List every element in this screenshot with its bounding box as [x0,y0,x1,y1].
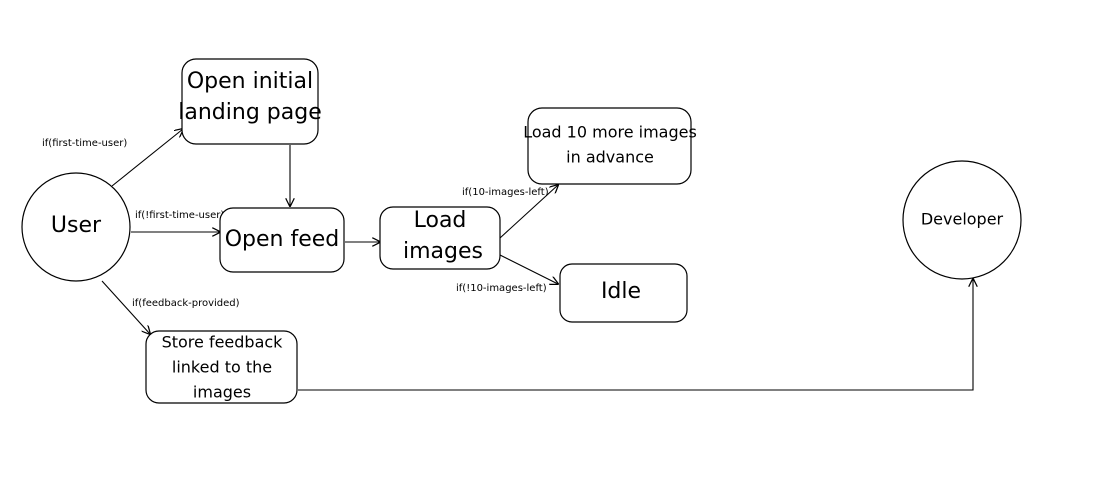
edge-label-ten-images-left: if(10-images-left) [462,187,549,198]
edge-label-feedback-provided: if(feedback-provided) [132,298,240,309]
node-open-feed-label: Open feed [225,227,340,252]
node-landing-label-line2: landing page [178,100,321,125]
edge-label-not-first-time-user: if(!first-time-user) [135,210,224,221]
node-load-more-label-line1: Load 10 more images [523,123,697,142]
edge-load-to-loadmore [499,185,558,239]
node-load-label-line1: Load [414,208,467,233]
node-idle-label: Idle [601,279,641,304]
node-user-label: User [51,213,102,238]
node-user: User [21,172,131,282]
node-developer: Developer [902,160,1022,280]
edge-store-to-developer [298,279,973,391]
node-open-initial-landing-page: Open initial landing page [178,58,322,145]
node-store-label-line1: Store feedback [162,333,284,352]
node-idle: Idle [559,263,688,323]
node-open-feed: Open feed [219,207,345,273]
node-store-feedback: Store feedback linked to the images [145,330,298,404]
node-store-label-line3: images [193,383,251,402]
node-developer-label: Developer [921,210,1004,229]
edge-load-to-idle [499,254,558,284]
node-landing-label-line1: Open initial [187,69,313,94]
node-store-label-line2: linked to the [172,358,272,377]
node-load-10-more-images: Load 10 more images in advance [523,107,697,185]
node-load-label-line2: images [403,239,483,264]
node-load-more-label-line2: in advance [566,148,654,167]
edge-label-first-time-user: if(first-time-user) [42,138,127,149]
edge-user-to-store [101,280,150,334]
edge-user-to-landing [111,129,183,187]
edge-label-not-ten-images-left: if(!10-images-left) [456,283,547,294]
node-load-images: Load images [379,206,501,270]
